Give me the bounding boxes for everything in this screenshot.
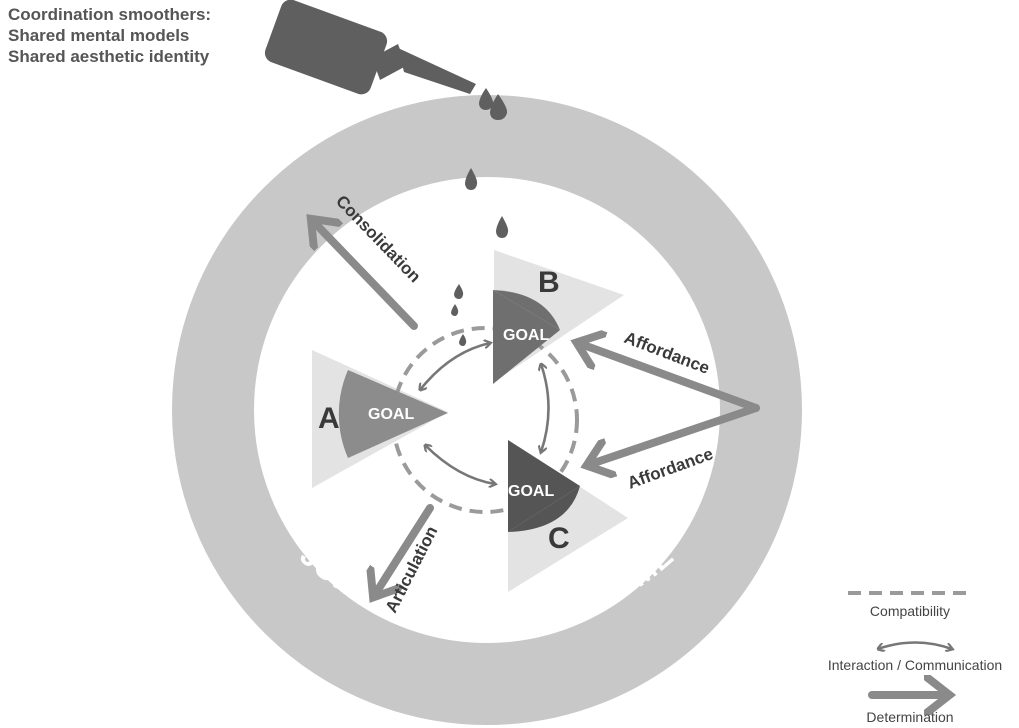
consolidation-label: Consolidation (332, 192, 424, 287)
oil-drop-icon (490, 94, 508, 120)
articulation-arrow (374, 504, 434, 596)
legend-determination-label: Determination (866, 709, 953, 725)
goal-c-label: GOAL (508, 483, 554, 500)
outcome-ring (172, 95, 802, 725)
goal-a-label: GOAL (368, 406, 414, 423)
oil-drop-icon (451, 304, 459, 316)
goal-b-sector-curve (493, 290, 560, 330)
player-b-letter: B (538, 266, 560, 299)
coordination-smoothers-text: Coordination smoothers: Shared mental mo… (8, 4, 211, 67)
interaction-arrow-a-c (425, 445, 495, 484)
player-c-letter: C (548, 522, 570, 555)
goal-c-sector-curve (508, 486, 580, 532)
oil-drop-icon (454, 284, 464, 299)
goal-a-sector (338, 370, 448, 458)
affordance-arrow-bottom (588, 404, 760, 465)
oil-bottle-icon (264, 0, 476, 95)
goal-b-label: GOAL (503, 327, 549, 344)
affordance-arrow-top (578, 343, 760, 412)
player-a-letter: A (318, 402, 340, 435)
coordination-smoothers-title: Coordination smoothers: (8, 5, 212, 24)
interaction-arrow-a-b (420, 343, 490, 390)
oil-drops (451, 88, 509, 346)
coordination-smoother-item: Shared mental models (8, 26, 190, 45)
legend: Compatibility Interaction / Communicatio… (828, 591, 1002, 725)
interaction-arrow-b-c (541, 364, 550, 452)
oil-drop-icon (465, 168, 478, 190)
oil-drop-icon (459, 334, 467, 346)
legend-compatibility-label: Compatibility (870, 603, 950, 619)
goal-b-sector (493, 290, 560, 384)
oil-drop-icon (479, 88, 494, 110)
consolidation-arrow (312, 220, 418, 330)
affordance-label-top: Affordance (622, 328, 713, 378)
coordination-smoother-item: Shared aesthetic identity (8, 47, 210, 66)
compatibility-circle (391, 326, 579, 514)
legend-interaction-label: Interaction / Communication (828, 657, 1002, 673)
oil-drop-icon (496, 216, 509, 238)
goal-c-sector (508, 440, 580, 532)
legend-interaction-swatch (878, 641, 952, 650)
